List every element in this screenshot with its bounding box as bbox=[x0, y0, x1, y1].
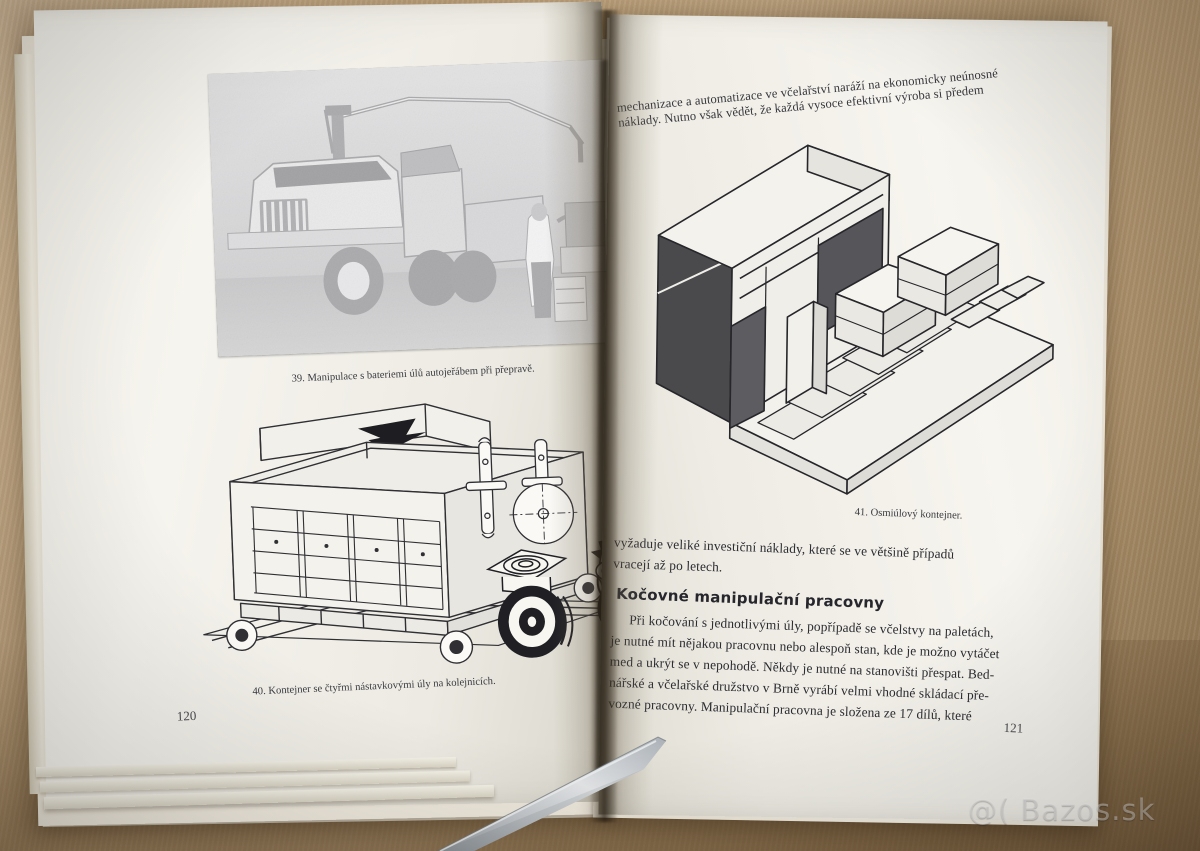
right-page: mechanizace a automatizace ve včelařství… bbox=[598, 14, 1108, 822]
left-page-number: 120 bbox=[176, 707, 197, 724]
figure-40-caption: 40. Kontejner se čtyřmi nástavkovými úly… bbox=[252, 675, 496, 698]
figure-41-drawing bbox=[633, 125, 1078, 511]
right-page-number: 121 bbox=[1003, 719, 1024, 736]
metal-blade-object bbox=[430, 735, 670, 851]
figure-39-photograph bbox=[207, 59, 615, 357]
watermark-bazos: @( Bazos.sk bbox=[968, 793, 1156, 827]
right-page-body: vyžaduje veliké investiční náklady, kter… bbox=[608, 532, 1092, 731]
right-page-top-lines: mechanizace a automatizace ve včelařství… bbox=[616, 56, 1107, 131]
figure-41-caption: 41. Osmiúlový kontejner. bbox=[854, 507, 963, 522]
figure-39-caption: 39. Manipulace s bateriemi úlů autojeřáb… bbox=[291, 363, 535, 385]
left-page: 39. Manipulace s bateriemi úlů autojeřáb… bbox=[33, 1, 615, 811]
